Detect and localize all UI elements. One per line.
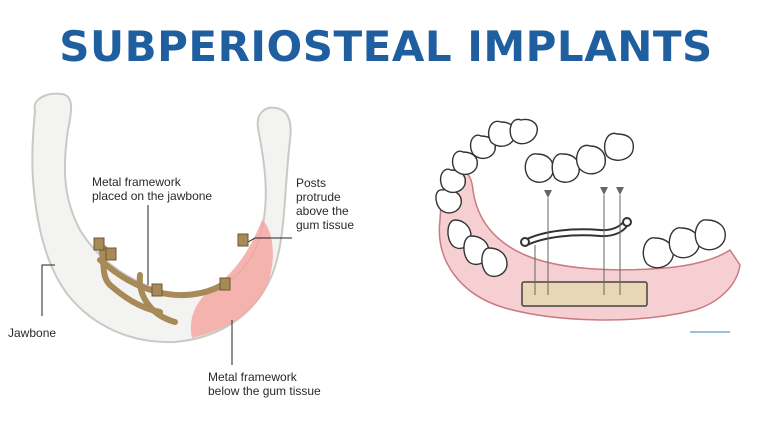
label-framework-below-gum: Metal framework below the gum tissue: [208, 370, 321, 398]
denture-illustration: [435, 118, 741, 333]
implant-post: [219, 277, 231, 291]
jawbone-shape: [31, 92, 292, 344]
implant-post: [151, 283, 163, 297]
teeth-lower: [447, 219, 726, 278]
gum-tissue: [190, 220, 273, 338]
denture-diagram: [385, 70, 772, 434]
page-title: SUBPERIOSTEAL IMPLANTS: [59, 22, 713, 71]
implant-post: [237, 233, 249, 247]
bone-bar: [521, 281, 648, 307]
guide-lines: [534, 195, 621, 295]
implant-framework: [520, 217, 632, 247]
leader-lines: [41, 205, 292, 365]
jawbone-diagram: Metal framework placed on the jawbone Po…: [0, 70, 385, 434]
teeth-upper: [435, 118, 634, 214]
implant-post: [105, 247, 117, 261]
label-framework-on-jawbone: Metal framework placed on the jawbone: [92, 175, 213, 203]
implant-post: [93, 237, 105, 251]
gum-base: [438, 169, 741, 321]
label-jawbone: Jawbone: [8, 326, 57, 340]
jawbone-illustration: [31, 92, 292, 365]
label-posts: Posts protrude above the gum tissue: [296, 176, 355, 232]
